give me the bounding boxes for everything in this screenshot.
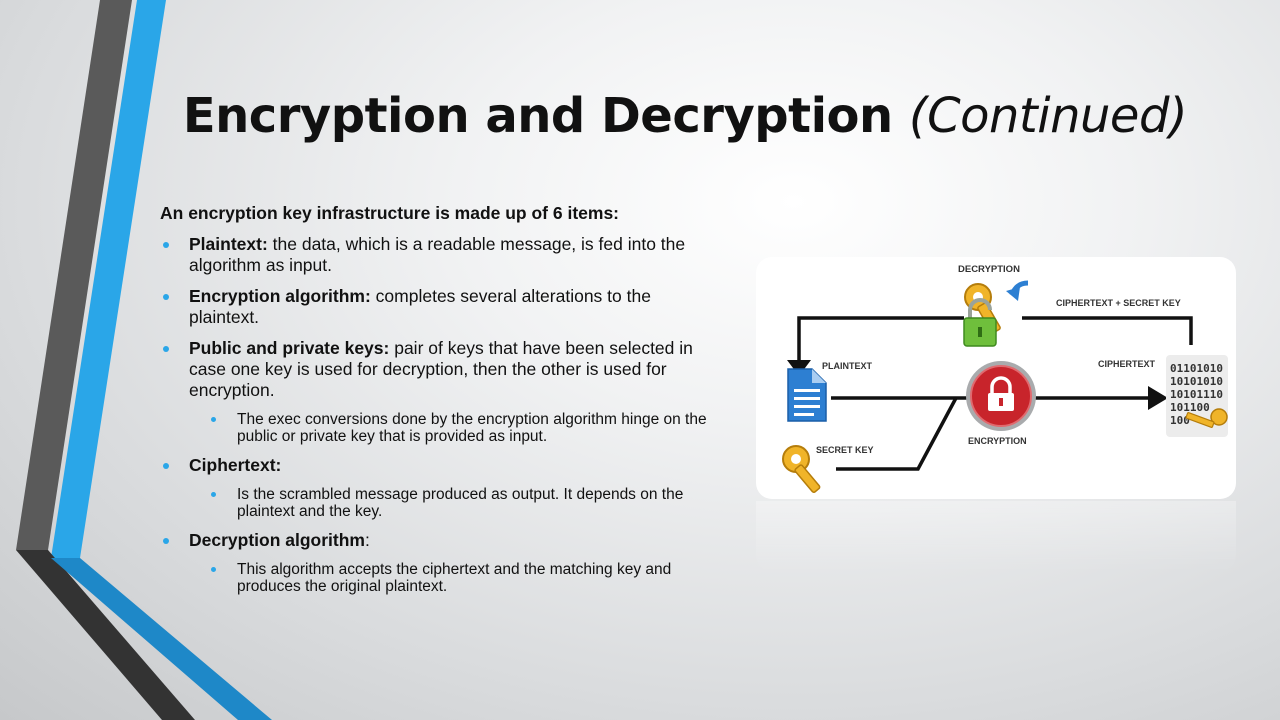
list-item-decryption-algorithm: Decryption algorithm: This algorithm acc… xyxy=(160,530,720,595)
reflection-svg xyxy=(756,501,1236,571)
term: Decryption algorithm xyxy=(189,530,365,550)
label-decryption: DECRYPTION xyxy=(958,264,1020,275)
title-sub: (Continued) xyxy=(908,88,1188,144)
secret-key-icon xyxy=(782,445,821,493)
diagram-card: DECRYPTION CIPHERTEXT + SECRET KEY PLAIN… xyxy=(756,257,1236,499)
arrow-to-ciphertext xyxy=(1148,386,1168,410)
component-list: Plaintext: the data, which is a readable… xyxy=(160,234,720,595)
term: Ciphertext: xyxy=(189,455,282,475)
definition: the data, which is a readable message, i… xyxy=(189,234,686,275)
slide-content: An encryption key infrastructure is made… xyxy=(160,203,720,605)
line-secret-key-to-encrypt xyxy=(836,397,958,471)
term: Plaintext: xyxy=(189,234,268,254)
list-item-ciphertext: Ciphertext: Is the scrambled message pro… xyxy=(160,455,720,520)
list-item-plaintext: Plaintext: the data, which is a readable… xyxy=(160,234,720,276)
sub-list-item: This algorithm accepts the ciphertext an… xyxy=(189,561,720,595)
document-icon xyxy=(787,368,827,422)
line-decrypt-to-plaintext xyxy=(797,316,964,362)
list-item-encryption-algorithm: Encryption algorithm: completes several … xyxy=(160,286,720,328)
decorative-side-bands xyxy=(16,0,272,720)
label-encryption: ENCRYPTION xyxy=(968,436,1027,446)
label-secret-key: SECRET KEY xyxy=(816,445,874,455)
sub-list: Is the scrambled message produced as out… xyxy=(189,486,720,520)
encryption-lock-icon xyxy=(966,361,1036,431)
ciphertext-binary-icon: 01101010 10101010 10101110 101100 100 xyxy=(1166,355,1228,437)
definition: pair of keys that have been selected in … xyxy=(189,338,693,400)
lead-text: An encryption key infrastructure is made… xyxy=(160,203,619,223)
decryption-key-lock-icon xyxy=(963,280,1029,347)
list-item-keys: Public and private keys: pair of keys th… xyxy=(160,338,720,445)
sub-list: The exec conversions done by the encrypt… xyxy=(189,411,720,445)
label-plaintext: PLAINTEXT xyxy=(822,361,873,371)
label-ciphertext-secret-key: CIPHERTEXT + SECRET KEY xyxy=(1056,298,1181,308)
binary-line: 10101010 xyxy=(1170,375,1223,388)
binary-line: 101100 xyxy=(1170,401,1210,414)
sub-list-item: Is the scrambled message produced as out… xyxy=(189,486,720,520)
binary-line: 10101110 xyxy=(1170,388,1223,401)
diagram-svg: DECRYPTION CIPHERTEXT + SECRET KEY PLAIN… xyxy=(782,264,1228,493)
arrow-to-plaintext xyxy=(787,360,811,376)
title-main: Encryption and Decryption xyxy=(182,88,893,144)
label-ciphertext: CIPHERTEXT xyxy=(1098,359,1156,369)
definition: : xyxy=(365,530,370,550)
slide-title: Encryption and Decryption (Continued) xyxy=(160,88,1210,144)
encryption-diagram: DECRYPTION CIPHERTEXT + SECRET KEY PLAIN… xyxy=(756,257,1236,499)
sub-list-item: The exec conversions done by the encrypt… xyxy=(189,411,720,445)
binary-line: 100 xyxy=(1170,414,1190,427)
line-ciphertext-to-decrypt xyxy=(1022,316,1193,345)
binary-line: 01101010 xyxy=(1170,362,1223,375)
term: Public and private keys: xyxy=(189,338,390,358)
sub-list: This algorithm accepts the ciphertext an… xyxy=(189,561,720,595)
diagram-reflection xyxy=(756,501,1236,571)
term: Encryption algorithm: xyxy=(189,286,371,306)
definition: completes several alterations to the pla… xyxy=(189,286,651,327)
